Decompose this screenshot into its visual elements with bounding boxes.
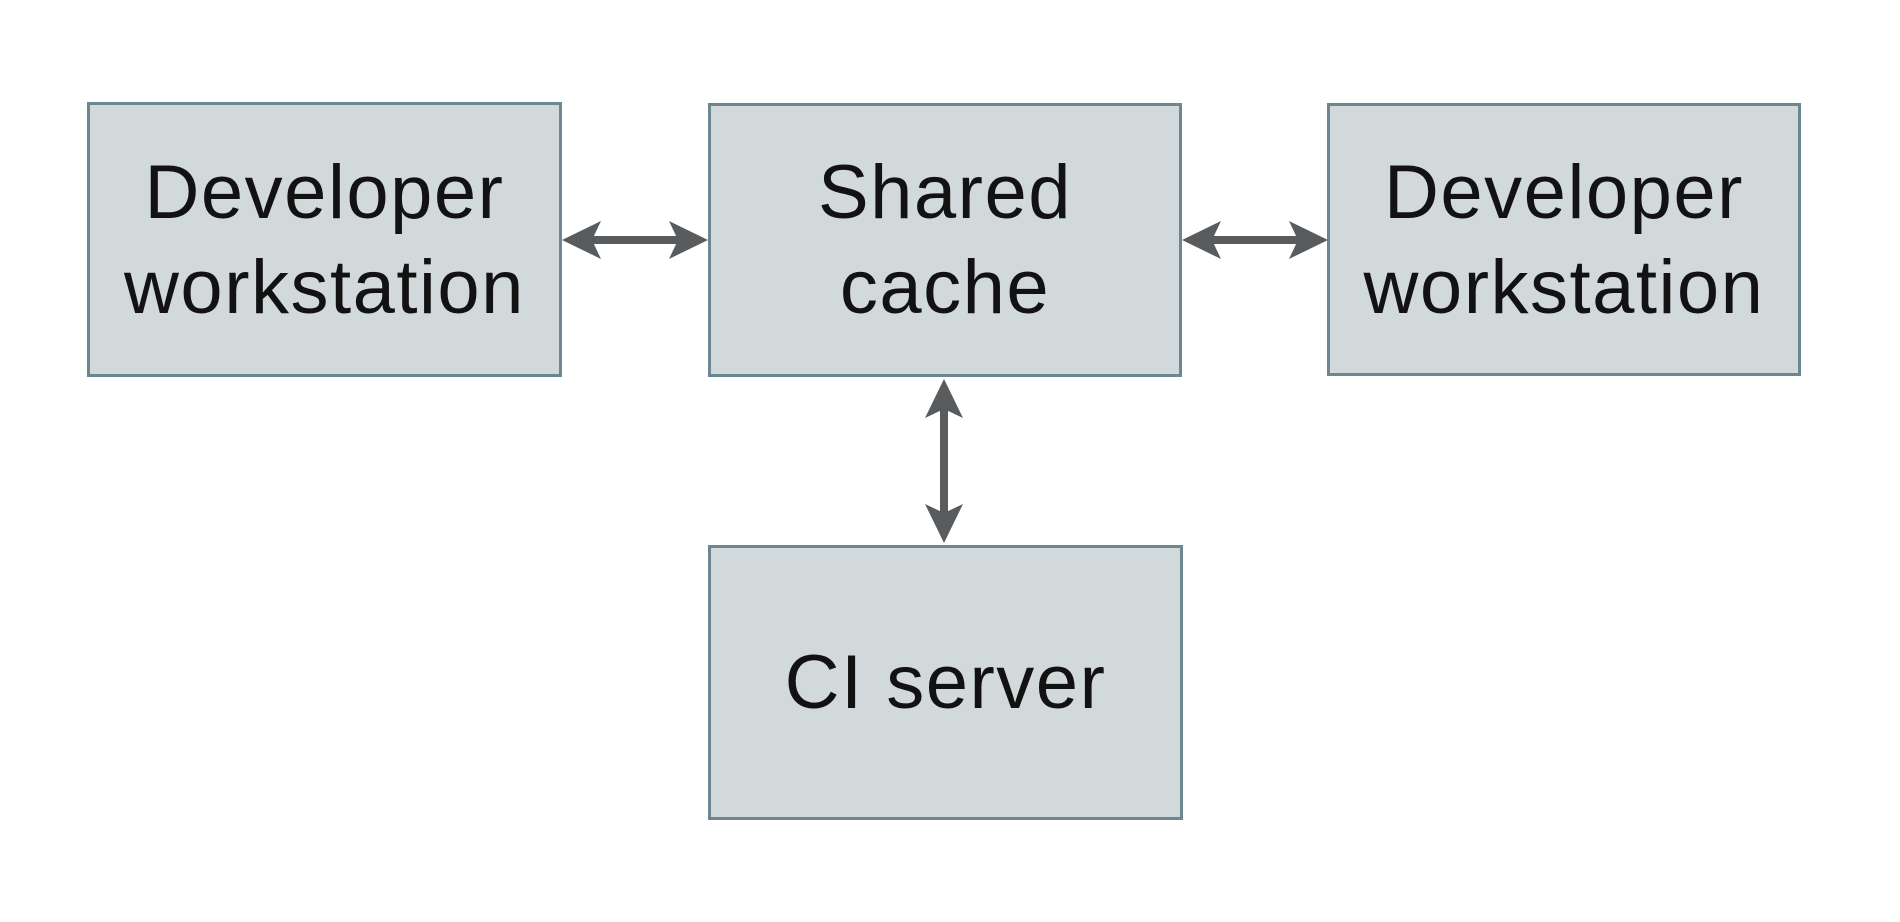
- node-shared-cache: Shared cache: [708, 103, 1182, 377]
- node-label-line: workstation: [124, 244, 525, 330]
- node-label-line: workstation: [1363, 244, 1765, 330]
- node-label-line: Developer: [144, 149, 505, 235]
- node-label-developer-workstation-right: Developer workstation: [1364, 145, 1765, 335]
- bidirectional-arrow-cache-ci-server: [922, 378, 966, 544]
- bidirectional-arrow-left-workstation-cache: [561, 218, 709, 262]
- node-label-line: Shared: [817, 150, 1073, 235]
- node-label-line: cache: [839, 245, 1051, 330]
- node-developer-workstation-left: Developer workstation: [87, 102, 562, 377]
- node-label-line: Developer: [1384, 149, 1744, 235]
- node-label-line: CI server: [784, 640, 1107, 725]
- bidirectional-arrow-cache-right-workstation: [1181, 218, 1329, 262]
- node-label-developer-workstation-left: Developer workstation: [124, 145, 525, 335]
- node-ci-server: CI server: [708, 545, 1183, 820]
- node-developer-workstation-right: Developer workstation: [1327, 103, 1801, 376]
- node-label-shared-cache: Shared cache: [818, 145, 1072, 335]
- node-label-ci-server: CI server: [785, 635, 1107, 730]
